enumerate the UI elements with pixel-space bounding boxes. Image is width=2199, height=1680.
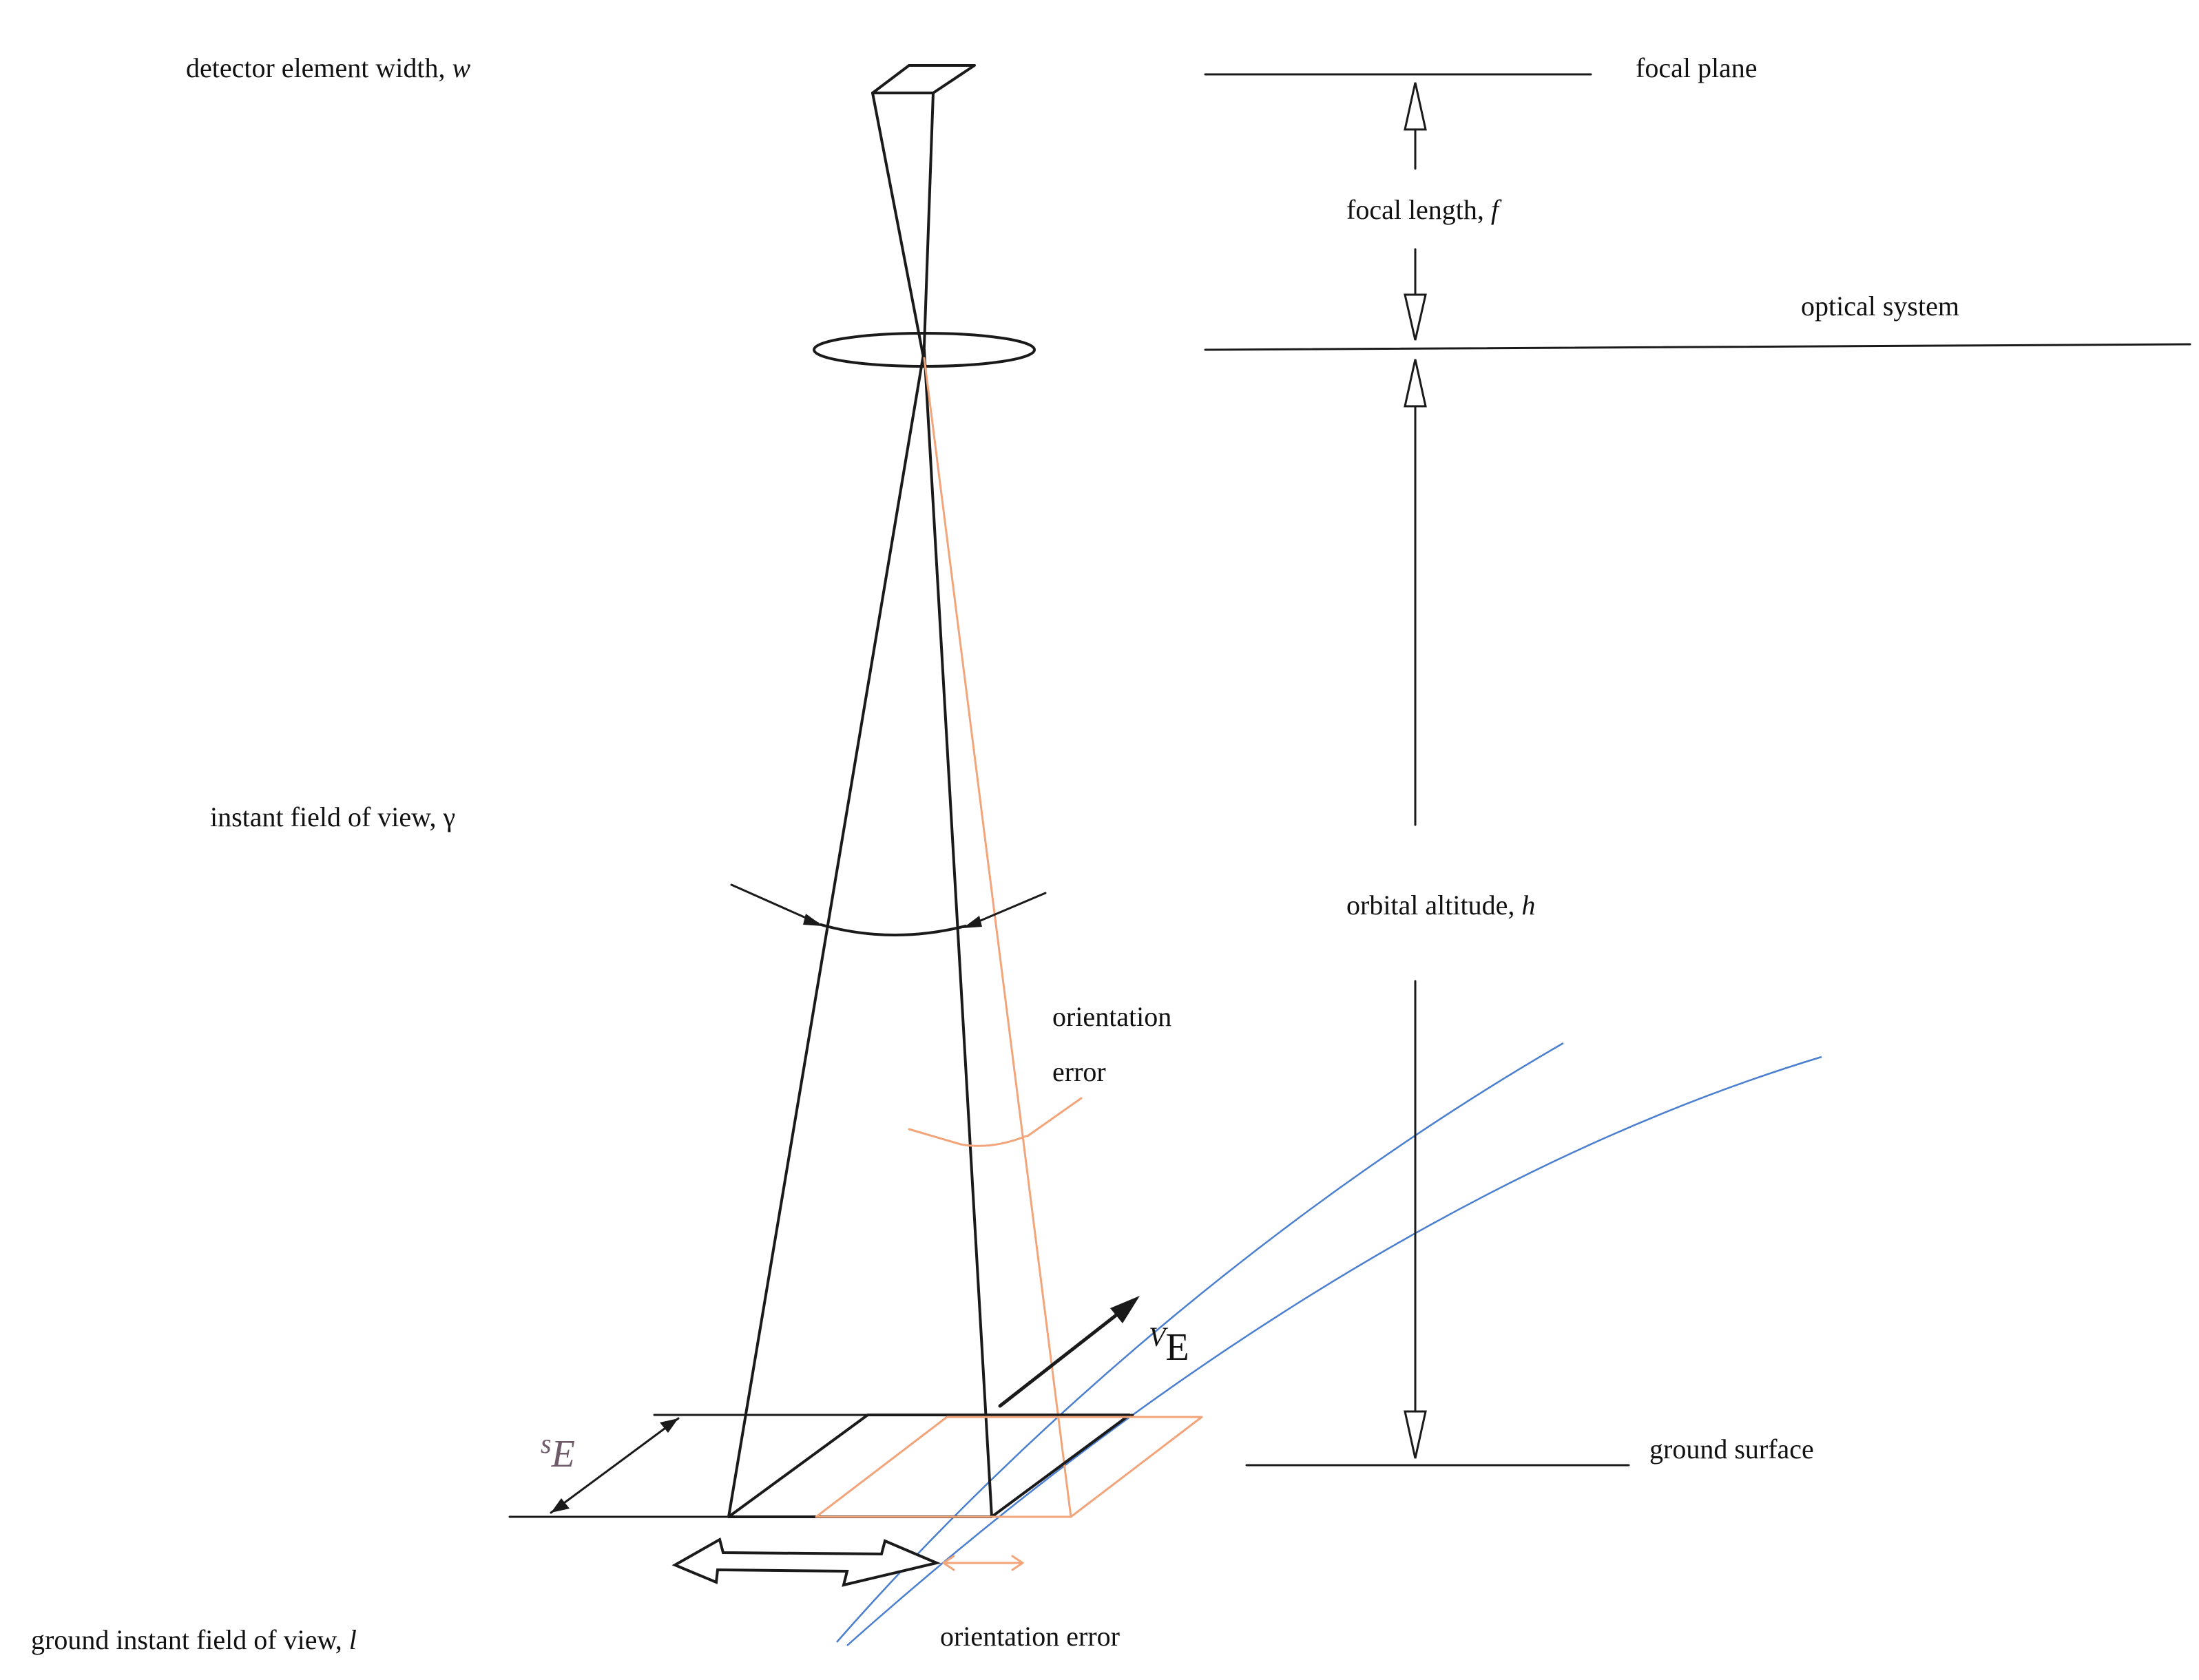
gifov-double-arrow	[671, 1537, 941, 1587]
ifov-arrowhead-right	[963, 916, 982, 928]
detector-width-label: detector element width, w	[186, 52, 471, 83]
ifov-ray-right	[923, 348, 993, 1518]
ifov-angle-arc	[820, 923, 967, 937]
focal-plane-label: focal plane	[1636, 52, 1758, 83]
ifov-arrowhead-left	[803, 914, 823, 926]
swath-dimension-arrow	[550, 1417, 680, 1514]
ground-track-curve-left	[836, 1042, 1564, 1643]
orientation-error-ground-arrowhead-left	[942, 1555, 955, 1571]
orientation-error-ground-arrowhead-right	[1011, 1555, 1024, 1571]
detector-element	[871, 64, 976, 94]
orientation-error-arc	[959, 1135, 1028, 1147]
velocity-label: VE	[1149, 1321, 1189, 1369]
orientation-error-top-label-line2: error	[1052, 1056, 1106, 1087]
focal-length-label: focal length, f	[1346, 194, 1502, 225]
gifov-label: ground instant field of view, l	[31, 1624, 357, 1655]
ground-track-curve-right	[846, 1056, 1822, 1646]
ifov-ray-left	[727, 348, 926, 1518]
focal-length-arrowhead-top	[1404, 82, 1427, 131]
altitude-arrowhead-bottom	[1404, 1410, 1427, 1459]
velocity-arrow	[998, 1303, 1132, 1408]
velocity-arrowhead	[1110, 1296, 1140, 1323]
altitude-arrowhead-top	[1404, 359, 1427, 408]
orientation-error-top-label-line1: orientation	[1052, 1001, 1171, 1032]
displaced-footprint	[815, 1416, 1203, 1518]
orientation-error-bottom-label: orientation error	[940, 1621, 1120, 1652]
orbital-altitude-label: orbital altitude, h	[1346, 890, 1535, 921]
optical-system-line	[1204, 343, 2191, 351]
focal-length-arrowhead-bottom	[1404, 293, 1427, 341]
swath-arrowhead-top	[660, 1418, 678, 1433]
ray-upper-left	[871, 92, 926, 366]
ifov-leader-right	[966, 892, 1047, 927]
orientation-error-leader-right	[1026, 1097, 1083, 1137]
ray-upper-right	[922, 92, 935, 366]
optical-system-label: optical system	[1801, 291, 1959, 322]
ifov-leader-left	[730, 883, 820, 925]
swath-label: sE	[541, 1428, 575, 1476]
ifov-label: instant field of view, γ	[210, 801, 455, 832]
swath-arrowhead-bottom	[551, 1498, 570, 1513]
ground-surface-label: ground surface	[1649, 1434, 1814, 1464]
orientation-error-ray	[923, 357, 1072, 1518]
orientation-error-leader-left	[908, 1128, 962, 1146]
